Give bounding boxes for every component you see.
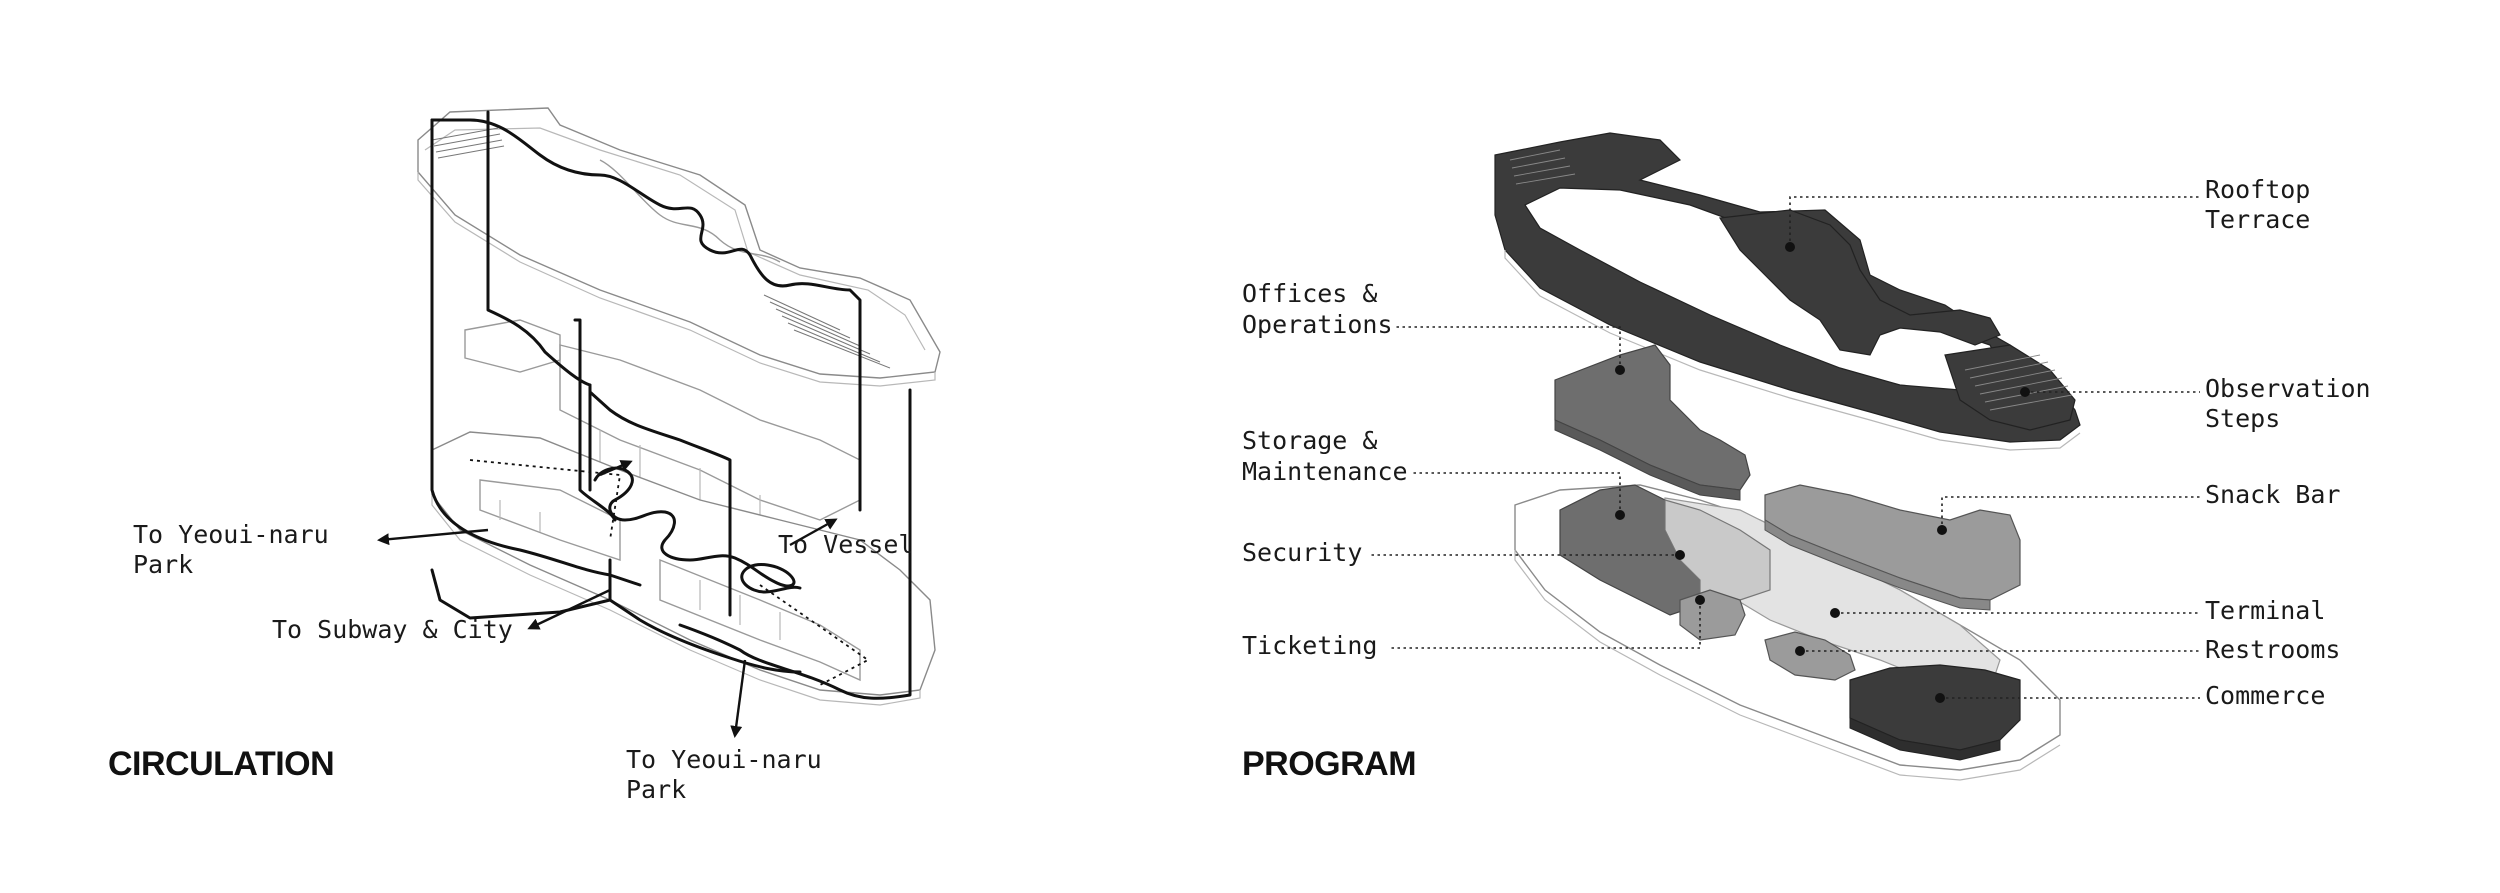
label-rooftop: Rooftop Terrace (2205, 175, 2325, 234)
label-storage: Storage & Maintenance (1242, 426, 1408, 486)
circulation-heading: CIRCULATION (108, 745, 334, 783)
label-security: Security (1242, 538, 1362, 567)
label-to-vessel: To Vessel (778, 530, 913, 559)
label-to-park-left: To Yeoui-naru Park (133, 520, 344, 579)
label-commerce: Commerce (2205, 681, 2325, 710)
label-to-park-bottom: To Yeoui-naru Park (626, 745, 837, 804)
roof-steps-hatch (431, 127, 891, 369)
program-diagram: Offices & Operations Storage & Maintenan… (1242, 132, 2386, 783)
leader-dots (1615, 242, 2030, 703)
roof-slab-outline (417, 107, 941, 387)
label-terminal: Terminal (2205, 596, 2325, 625)
arrow-to-park-bottom (730, 659, 747, 738)
label-ticketing: Ticketing (1242, 631, 1377, 660)
program-heading: PROGRAM (1242, 745, 1416, 783)
label-to-subway: To Subway & City (272, 615, 513, 644)
circulation-path (430, 110, 912, 700)
label-snack-bar: Snack Bar (2205, 480, 2340, 509)
leader-lines (1370, 196, 2200, 699)
label-offices: Offices & Operations (1242, 279, 1393, 339)
restrooms-volume (1764, 631, 1856, 681)
circulation-diagram: To Yeoui-naru Park To Subway & City To V… (108, 107, 941, 804)
arrow-to-subway (527, 588, 611, 630)
ground-slab-outline (431, 431, 936, 706)
exit-arrows (377, 460, 838, 738)
label-observation: Observation Steps (2205, 374, 2386, 433)
arrow-to-vessel (789, 518, 838, 547)
arrow-inner (599, 460, 633, 477)
arrow-to-park-left (377, 528, 489, 546)
label-restrooms: Restrooms (2205, 635, 2340, 664)
